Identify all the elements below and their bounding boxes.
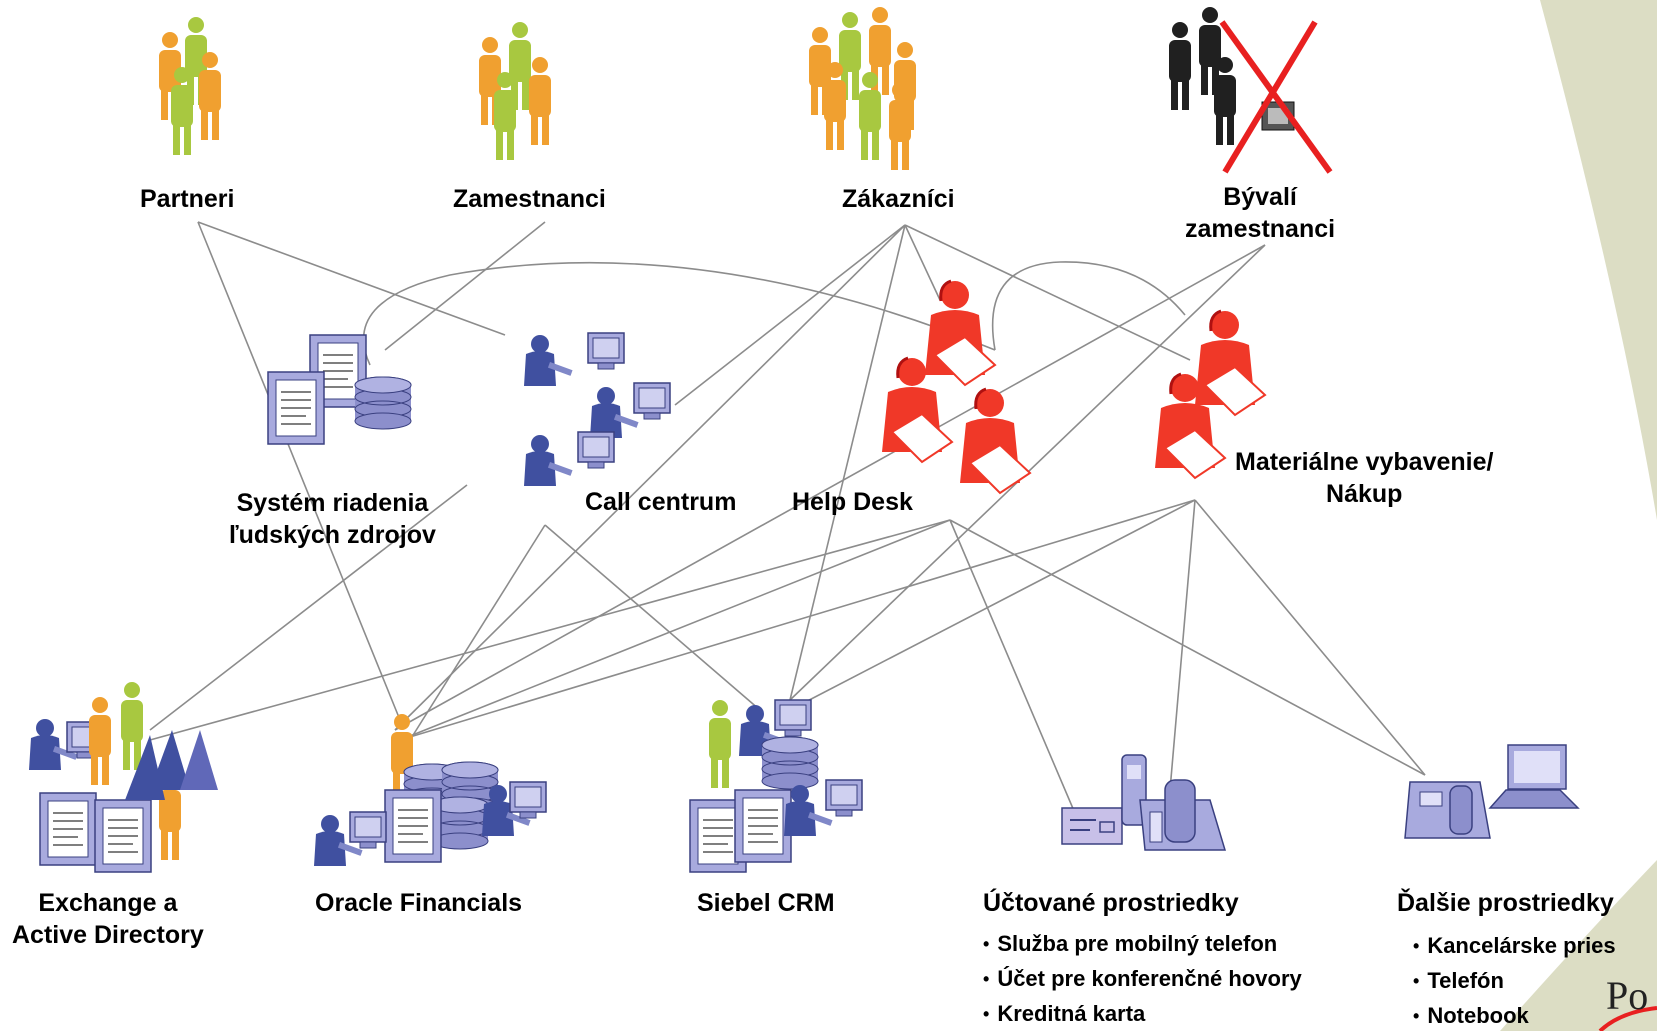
label-zamestnanci: Zamestnanci — [453, 185, 606, 213]
customers-people-icon — [809, 7, 916, 170]
label-hr-line1: Systém riadenia — [236, 489, 429, 517]
other-resources-list: Kancelárske pries Telefón Notebook — [1413, 929, 1616, 1034]
label-help-desk: Help Desk — [792, 488, 913, 516]
label-zakaznici: Zákazníci — [842, 185, 955, 213]
label-materialne-vybavenie: Materiálne vybavenie/ Nákup — [1235, 446, 1493, 510]
list-item: Telefón — [1413, 964, 1616, 999]
cross-out-icon — [1219, 20, 1333, 174]
former-employees-icon — [1169, 7, 1295, 145]
label-exchange-line1: Exchange a — [38, 889, 178, 917]
call-center-icon — [524, 332, 671, 486]
list-item: Kancelárske pries — [1413, 929, 1615, 964]
label-hr-system: Systém riadenia ľudských zdrojov — [229, 487, 436, 551]
billed-resources-title: Účtované prostriedky — [983, 889, 1239, 917]
label-mat-line1: Materiálne vybavenie/ — [1235, 448, 1494, 476]
billed-resources-icon — [1061, 754, 1227, 851]
label-oracle-financials: Oracle Financials — [315, 889, 523, 917]
label-hr-line2: ľudských zdrojov — [229, 521, 436, 549]
list-item: Kreditná karta — [983, 997, 1302, 1032]
label-byvali-line2: zamestnanci — [1185, 215, 1336, 243]
list-item: Služba pre mobilný telefon — [983, 927, 1302, 962]
other-resources-title: Ďalšie prostriedky — [1397, 889, 1614, 917]
other-resources-icon — [1404, 744, 1580, 839]
label-partneri: Partneri — [140, 185, 235, 213]
label-byvali-zamestnanci: Bývalí zamestnanci — [1185, 181, 1335, 245]
logo-text-fragment: Po — [1606, 973, 1649, 1018]
label-exchange-line2: Active Directory — [12, 921, 204, 949]
label-exchange-ad: Exchange a Active Directory — [12, 887, 204, 951]
label-mat-line2: Nákup — [1326, 480, 1403, 508]
label-siebel-crm: Siebel CRM — [697, 889, 835, 917]
list-item: Účet pre konferenčné hovory — [983, 962, 1301, 997]
employees-people-icon — [479, 22, 551, 160]
siebel-crm-icon — [689, 699, 863, 873]
list-item: Notebook — [1413, 999, 1616, 1034]
label-byvali-line1: Bývalí — [1223, 183, 1297, 211]
decorative-swoosh — [1540, 0, 1657, 520]
oracle-financials-icon — [314, 714, 547, 866]
hr-system-icon — [267, 334, 412, 445]
help-desk-staff-icon — [880, 279, 1032, 495]
label-call-centrum: Call centrum — [585, 488, 737, 516]
billed-resources-list: Služba pre mobilný telefon Účet pre konf… — [983, 927, 1302, 1032]
partners-people-icon — [159, 17, 221, 155]
exchange-ad-icon — [29, 682, 218, 873]
